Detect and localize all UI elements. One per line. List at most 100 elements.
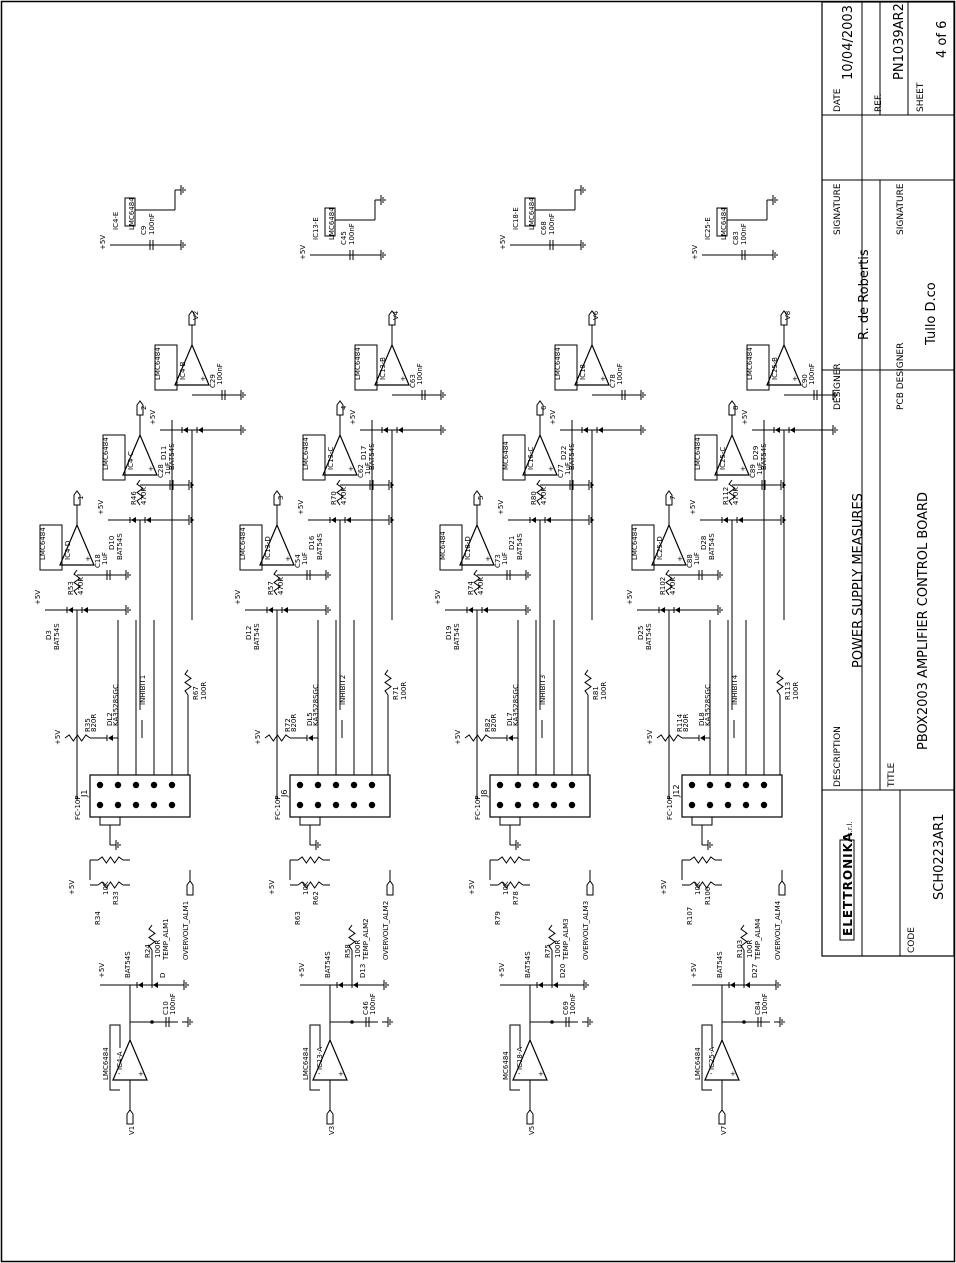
stage-1-resistor: [273, 569, 281, 596]
stage-1-diode-ref: D19: [445, 626, 453, 640]
divider-res-a-ref: R107: [686, 907, 694, 925]
stage-1-part-box: [631, 524, 655, 571]
stage-2-part-box: [502, 434, 526, 481]
stage-3-part-box: [154, 344, 178, 391]
diode-triangle: [308, 735, 313, 741]
stage-2-diode-a: [329, 517, 336, 523]
stage-1-supply: +5V: [34, 590, 42, 605]
ground-symbol: [635, 425, 646, 435]
input-cap-value: 100nF: [761, 993, 769, 1015]
input-supply: +5V: [690, 963, 698, 978]
connector-pin: [114, 781, 122, 789]
stage-2-output-tag: [336, 400, 344, 416]
stage-2-cap-value: 1uF: [756, 462, 764, 475]
input-cap: [565, 1017, 570, 1027]
input-resistor: [548, 924, 556, 951]
overvolt-alarm-label: OVERVOLT_ALM4: [774, 900, 782, 960]
divider-res-b-ref: R78: [512, 891, 520, 905]
diode-triangle: [730, 982, 735, 988]
led-supply: +5V: [646, 730, 654, 745]
ground-symbol: [183, 480, 194, 490]
inhibit-res-value: 100R: [792, 682, 800, 700]
stage-2-res-ref: R46: [130, 491, 138, 505]
led-res-value: 820R: [290, 714, 298, 732]
diode-triangle: [183, 427, 188, 433]
ground-symbol: [235, 390, 246, 400]
stage-2-diode-b: [736, 517, 743, 523]
opamp-minus: -: [528, 465, 531, 473]
input-res-ref: R24: [144, 944, 152, 958]
supply-block-cap-ref: C45: [340, 231, 348, 245]
opamp-body: [259, 523, 295, 566]
connector-ref: J12: [672, 784, 681, 798]
stage-3-supply: +5V: [741, 410, 749, 425]
led-part: KA3528SGC: [512, 684, 520, 726]
company-logo-text: ELETTRONIKA: [841, 832, 855, 936]
diode-triangle: [508, 735, 513, 741]
led-diode: [106, 735, 113, 741]
led-res-value: 820R: [682, 714, 690, 732]
ground-symbol: [110, 840, 121, 850]
overvolt-alarm-label: OVERVOLT_ALM2: [382, 901, 390, 960]
sheet-label: SHEET: [916, 82, 926, 112]
diode-triangle: [108, 735, 113, 741]
inhibit-res-ref: R67: [192, 686, 200, 700]
stage-3-opamp: -+: [574, 343, 610, 386]
diode-triangle: [283, 607, 288, 613]
input-diode-a: [536, 982, 543, 988]
diode-triangle: [531, 517, 536, 523]
stage-3-supply: +5V: [349, 410, 357, 425]
connector-pin: [114, 801, 122, 809]
connector-pin: [168, 801, 176, 809]
input-opamp-ref: IC13-A: [316, 1047, 324, 1070]
connector-pin: [332, 801, 340, 809]
stage-2-cap: [761, 480, 766, 490]
stage-1-output-label: 3: [277, 496, 285, 500]
stage-1-res-value: 470K: [277, 577, 285, 595]
input-resistor: [148, 924, 156, 951]
ground-symbol: [583, 515, 594, 525]
stage-2-diode-ref: D28: [700, 536, 708, 550]
stage-2-diode-ref: D21: [508, 536, 516, 550]
stage-2-output-label: 4: [340, 405, 348, 410]
opamp-body: [122, 433, 158, 476]
stage-2-output-tag: [536, 400, 544, 416]
connector-pin: [724, 781, 732, 789]
opamp-minus: -: [580, 375, 583, 383]
led-res-ref: R114: [676, 713, 684, 732]
led-res-value: 820R: [90, 714, 98, 732]
inhibit-res-value: 100R: [600, 682, 608, 700]
led-supply: +5V: [54, 730, 62, 745]
stage-2-diode-a: [721, 517, 728, 523]
stage-2-resistor: [136, 479, 144, 506]
stage-1-cap: [106, 570, 111, 580]
input-diode-part: BAT54S: [716, 951, 724, 978]
connector-body: [681, 774, 783, 818]
stage-2-supply: +5V: [97, 500, 105, 515]
connector-pin: [150, 801, 158, 809]
stage-3-diode-part: BAT54S: [568, 443, 576, 470]
ground-symbol: [582, 1017, 593, 1027]
diode-triangle: [483, 607, 488, 613]
stage-3-opamp-part: LMC6484: [154, 347, 162, 380]
stage-2-cap-value: 1uF: [164, 462, 172, 475]
diode-triangle: [153, 982, 158, 988]
led-part: KA3528SGC: [704, 684, 712, 726]
opamp-body: [522, 433, 558, 476]
ground-symbol: [435, 390, 446, 400]
stage-3-cap-value: 100nF: [616, 363, 624, 385]
stage-1-diode-part: BAT54S: [453, 623, 461, 650]
supply-block-cap: [349, 250, 354, 260]
stage-1-cap-ref: C54: [294, 554, 302, 568]
stage-2-diode-a: [129, 517, 136, 523]
stage-3-cap: [621, 390, 626, 400]
opamp-body: [574, 343, 610, 386]
input-diode-ref: D13: [359, 964, 367, 978]
connector-pin: [706, 781, 714, 789]
divider-res-a: [297, 856, 324, 864]
diode-triangle: [775, 427, 780, 433]
stage-3-cap: [221, 390, 226, 400]
stage-3-cap-ref: C29: [209, 374, 217, 388]
